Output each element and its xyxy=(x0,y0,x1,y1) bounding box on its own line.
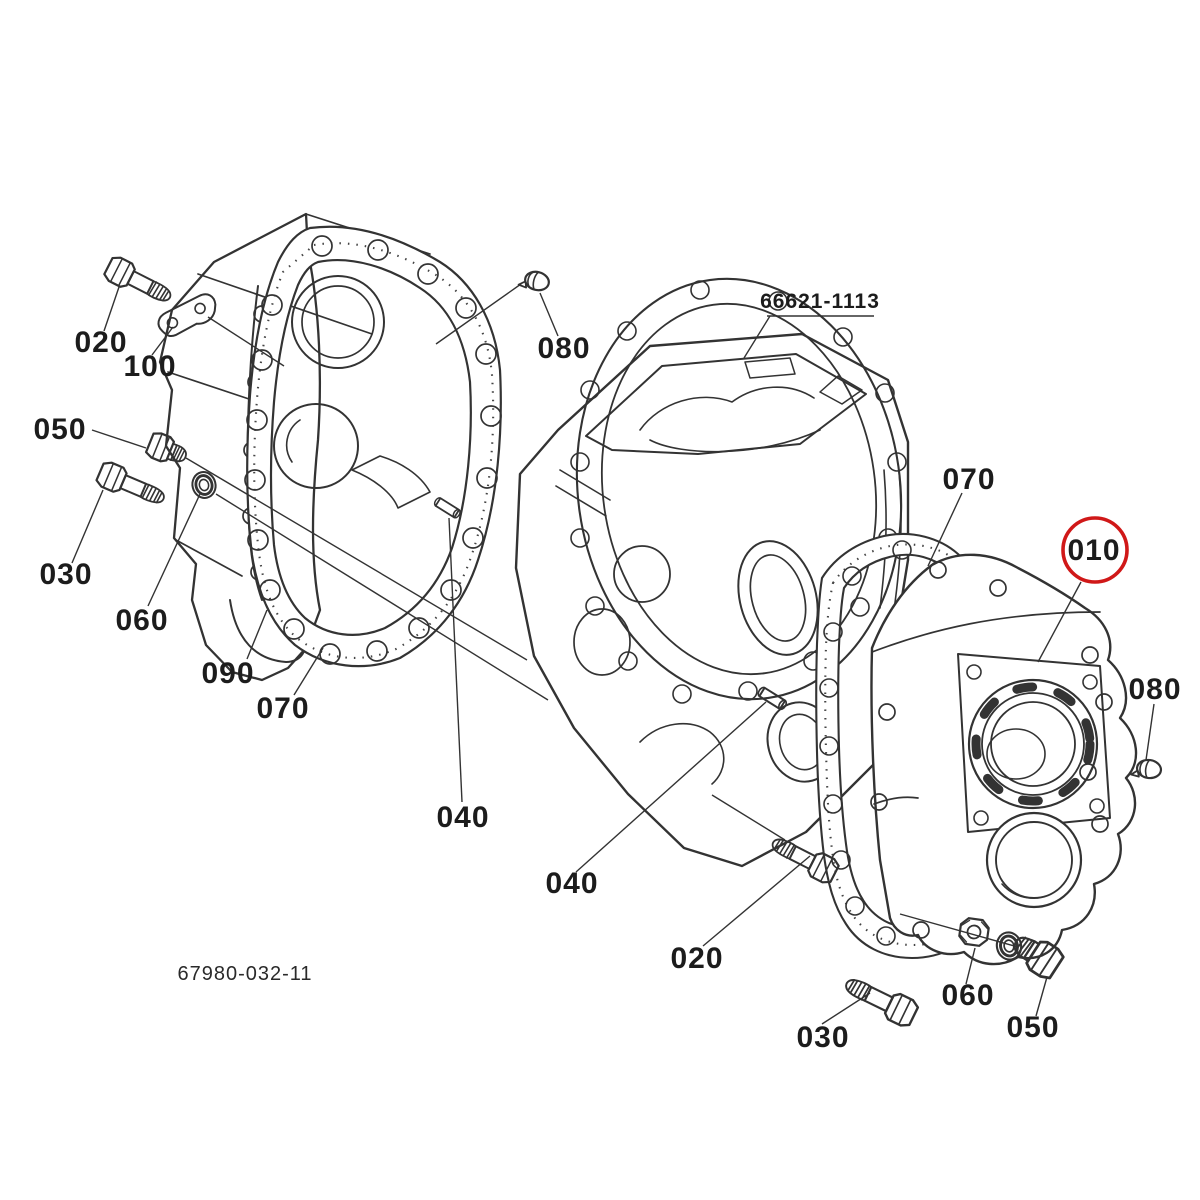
drawing-number: 67980-032-11 xyxy=(177,963,312,985)
plug-080-top xyxy=(517,267,552,294)
callout-050-left: 050 xyxy=(33,413,86,446)
callout-100: 100 xyxy=(123,350,176,383)
leader-lines xyxy=(71,283,1155,1025)
gasket-left-holes xyxy=(244,235,502,665)
highlight-circle xyxy=(1061,516,1129,584)
callout-040-center: 040 xyxy=(545,867,598,900)
callout-010-highlighted: 010 xyxy=(1067,534,1120,567)
callout-assembly-part-number: 66621-1113 xyxy=(760,290,880,313)
callout-090: 090 xyxy=(201,657,254,690)
callout-050-bottom: 050 xyxy=(1006,1011,1059,1044)
end-cover-flange-holes xyxy=(870,561,1113,939)
bolt-020-top xyxy=(101,253,177,311)
callout-070-right: 070 xyxy=(942,463,995,496)
callout-080-right: 080 xyxy=(1128,673,1181,706)
gasket-left-070 xyxy=(244,225,502,668)
bolt-030-bottom xyxy=(839,969,921,1030)
callout-080-top: 080 xyxy=(537,332,590,365)
main-transmission-case xyxy=(514,277,910,868)
end-cover-010 xyxy=(870,553,1138,966)
callout-060-left: 060 xyxy=(115,604,168,637)
dowel-pin-040-left xyxy=(432,495,463,520)
callout-020-upper-left: 020 xyxy=(74,326,127,359)
callout-060-bottom: 060 xyxy=(941,979,994,1012)
callout-020-bottom: 020 xyxy=(670,942,723,975)
callout-070-left: 070 xyxy=(256,692,309,725)
stay-bracket-100 xyxy=(157,293,217,338)
bolt-030-left xyxy=(93,458,170,512)
callout-labels: 020 100 080 66621-1113 050 030 060 090 0… xyxy=(33,290,1181,1054)
callout-030-left: 030 xyxy=(39,558,92,591)
callout-040-left: 040 xyxy=(436,801,489,834)
callout-030-bottom: 030 xyxy=(796,1021,849,1054)
seal-ring xyxy=(985,811,1083,909)
